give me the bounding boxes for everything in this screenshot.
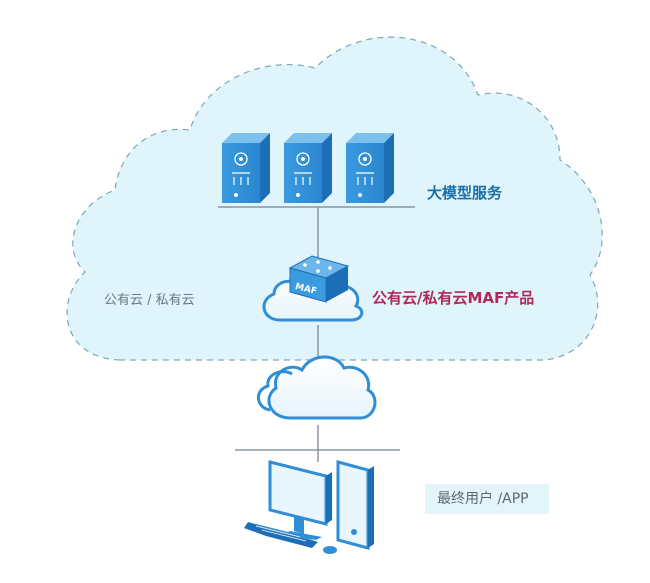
mouse-icon	[323, 546, 337, 554]
desktop-icon	[268, 460, 332, 540]
server-icon	[346, 133, 394, 203]
model-service-label: 大模型服务	[427, 184, 503, 202]
server-icon	[284, 133, 332, 203]
maf-box-icon: MAF	[288, 255, 350, 303]
cloud-icon	[257, 355, 377, 420]
cloud-type-label: 公有云 / 私有云	[104, 293, 195, 308]
keyboard-icon	[244, 522, 318, 548]
maf-product-icon: MAF	[262, 255, 364, 322]
maf-product-label: 公有云/私有云MAF产品	[372, 289, 535, 307]
phone-icon	[336, 460, 374, 550]
end-user-label: 最终用户 /APP	[425, 484, 549, 514]
cloud-region	[66, 36, 603, 361]
server-group	[222, 133, 394, 203]
server-icon	[222, 133, 270, 203]
